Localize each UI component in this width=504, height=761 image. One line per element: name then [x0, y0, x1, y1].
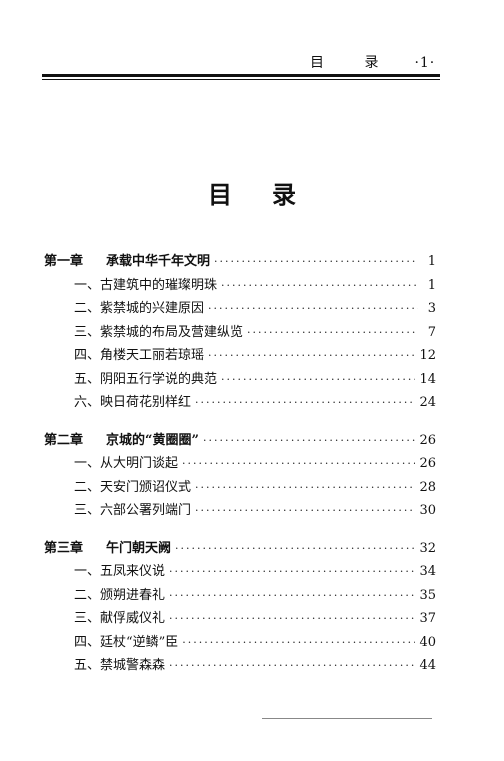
chapter-label: 第一章 承载中华千年文明 [44, 250, 210, 269]
page-number: 34 [419, 564, 436, 579]
leader-dots [182, 636, 415, 649]
chapter-label: 第三章 午门朝天阙 [44, 537, 171, 556]
page-number: 3 [427, 301, 436, 316]
page-number: 35 [419, 587, 436, 603]
page-number: 1 [427, 254, 436, 269]
header-page-number: ·1· [414, 55, 436, 71]
toc-chapter-3[interactable]: 第三章 午门朝天阙 32 [44, 537, 436, 561]
toc-section[interactable]: 四、角楼天工丽若琼瑶 12 [44, 344, 436, 368]
toc-section[interactable]: 五、禁城警森森 44 [44, 654, 436, 678]
chapter-title: 承载中华千年文明 [106, 254, 211, 269]
section-label: 五、阴阳五行学说的典范 [74, 371, 218, 387]
chapter-gap [44, 415, 436, 429]
header-rule-thick [42, 74, 440, 77]
section-label: 三、六部公署列端门 [74, 503, 192, 518]
section-label: 六、映日荷花别样红 [74, 395, 192, 410]
chapter-number: 第二章 [44, 432, 84, 448]
page-number: 24 [419, 395, 436, 410]
section-label: 二、紫禁城的兴建原因 [74, 301, 205, 316]
toc-section[interactable]: 三、六部公署列端门 30 [44, 499, 436, 523]
leader-dots [208, 302, 418, 315]
leader-dots [221, 279, 418, 292]
section-label: 二、天安门颁诏仪式 [74, 479, 192, 495]
toc-section[interactable]: 四、廷杖“逆鳞”臣 40 [44, 631, 436, 655]
page-number: 30 [419, 503, 436, 518]
leader-dots [175, 542, 415, 555]
leader-dots [208, 349, 415, 362]
chapter-title: 午门朝天阙 [106, 540, 172, 556]
page-number: 40 [419, 634, 436, 650]
page-number: 26 [419, 432, 436, 448]
toc-section[interactable]: 五、阴阳五行学说的典范 14 [44, 368, 436, 392]
leader-dots [214, 255, 418, 268]
leader-dots [169, 612, 415, 625]
section-label: 一、古建筑中的璀璨明珠 [74, 277, 218, 293]
section-label: 四、角楼天工丽若琼瑶 [74, 348, 205, 363]
leader-dots [195, 396, 415, 409]
section-label: 三、紫禁城的布局及营建纵览 [74, 324, 244, 340]
table-of-contents: 第一章 承载中华千年文明 1 一、古建筑中的璀璨明珠 1 二、紫禁城的兴建原因 3… [44, 250, 436, 678]
toc-section[interactable]: 六、映日荷花别样红 24 [44, 391, 436, 415]
leader-dots [169, 589, 415, 602]
section-label: 三、献俘威仪礼 [74, 611, 166, 626]
leader-dots [203, 434, 415, 447]
page-number: 32 [419, 540, 436, 556]
page-number: 44 [419, 658, 436, 673]
section-label: 一、五凤来仪说 [74, 564, 166, 579]
toc-section[interactable]: 一、古建筑中的璀璨明珠 1 [44, 274, 436, 298]
footer-smudge-line [262, 718, 432, 719]
toc-chapter-1[interactable]: 第一章 承载中华千年文明 1 [44, 250, 436, 274]
chapter-number: 第三章 [44, 540, 84, 556]
header-title: 目 录 [310, 55, 397, 71]
page-number: 26 [419, 456, 436, 471]
section-label: 五、禁城警森森 [74, 658, 166, 673]
leader-dots [182, 457, 415, 470]
leader-dots [195, 481, 415, 494]
page-number: 28 [419, 479, 436, 495]
toc-section[interactable]: 一、五凤来仪说 34 [44, 560, 436, 584]
page-number: 1 [427, 277, 436, 293]
toc-section[interactable]: 二、紫禁城的兴建原因 3 [44, 297, 436, 321]
leader-dots [221, 373, 415, 386]
toc-section[interactable]: 三、紫禁城的布局及营建纵览 7 [44, 321, 436, 345]
page-title: 目录 [208, 180, 336, 209]
chapter-number: 第一章 [44, 254, 84, 269]
running-header: 目 录 ·1· [310, 52, 435, 72]
header-rule-thin [42, 79, 440, 80]
chapter-title: 京城的“黄圈圈” [106, 432, 199, 448]
section-label: 一、从大明门谈起 [74, 456, 179, 471]
toc-section[interactable]: 二、颁朔进春礼 35 [44, 584, 436, 608]
page-number: 7 [427, 324, 436, 340]
toc-chapter-2[interactable]: 第二章 京城的“黄圈圈” 26 [44, 429, 436, 453]
toc-section[interactable]: 三、献俘威仪礼 37 [44, 607, 436, 631]
toc-section[interactable]: 一、从大明门谈起 26 [44, 452, 436, 476]
toc-section[interactable]: 二、天安门颁诏仪式 28 [44, 476, 436, 500]
page-number: 14 [419, 371, 436, 387]
section-label: 二、颁朔进春礼 [74, 587, 166, 603]
page-number: 37 [419, 611, 436, 626]
page-number: 12 [419, 348, 436, 363]
leader-dots [169, 565, 415, 578]
leader-dots [169, 659, 415, 672]
chapter-label: 第二章 京城的“黄圈圈” [44, 429, 199, 448]
section-label: 四、廷杖“逆鳞”臣 [74, 634, 179, 650]
leader-dots [195, 504, 415, 517]
chapter-gap [44, 523, 436, 537]
leader-dots [247, 326, 418, 339]
